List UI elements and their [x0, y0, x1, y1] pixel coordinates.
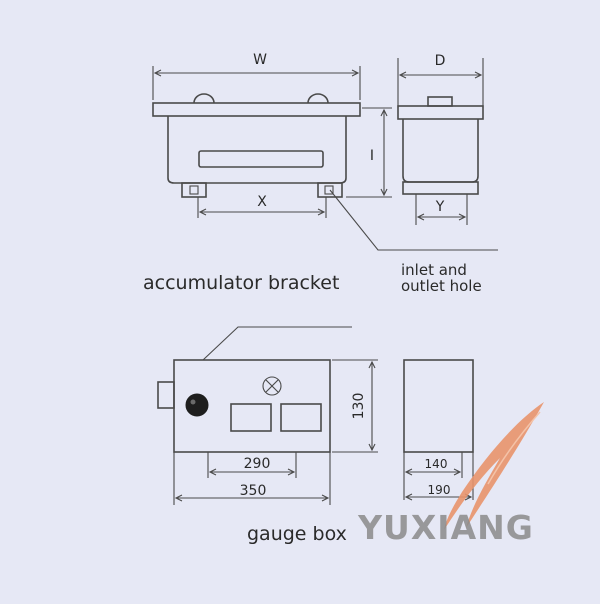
dim-d-label: D	[435, 53, 446, 69]
dim-190-label: 190	[428, 483, 451, 497]
callout-inlet-and: inlet and	[401, 261, 467, 279]
gauge-box-front-view: 130 290 350	[157, 326, 378, 505]
bracket-front-view: W X I	[152, 52, 498, 251]
dim-x-label: X	[257, 194, 267, 210]
bracket-side-view: D Y	[397, 53, 484, 225]
watermark-text: YUXIANG	[357, 508, 534, 547]
dim-130-label: 130	[351, 393, 367, 420]
gauge-dial-icon	[185, 393, 209, 417]
gauge-box-side-view: 140 190	[403, 359, 474, 501]
dim-w-label: W	[253, 52, 267, 68]
dim-140-label: 140	[425, 457, 448, 471]
caption-accumulator-bracket: accumulator bracket	[143, 272, 339, 294]
caption-gauge-box: gauge box	[247, 523, 347, 545]
yuxiang-logo: YUXIANG	[357, 402, 544, 547]
indicator-lamp-icon	[262, 376, 282, 396]
dim-290-label: 290	[244, 456, 271, 472]
dim-y-label: Y	[435, 199, 445, 215]
dim-i-label: I	[370, 148, 374, 164]
callout-leader	[329, 189, 498, 251]
callout-outlet-hole: outlet hole	[401, 277, 482, 295]
dim-350-label: 350	[240, 483, 267, 499]
